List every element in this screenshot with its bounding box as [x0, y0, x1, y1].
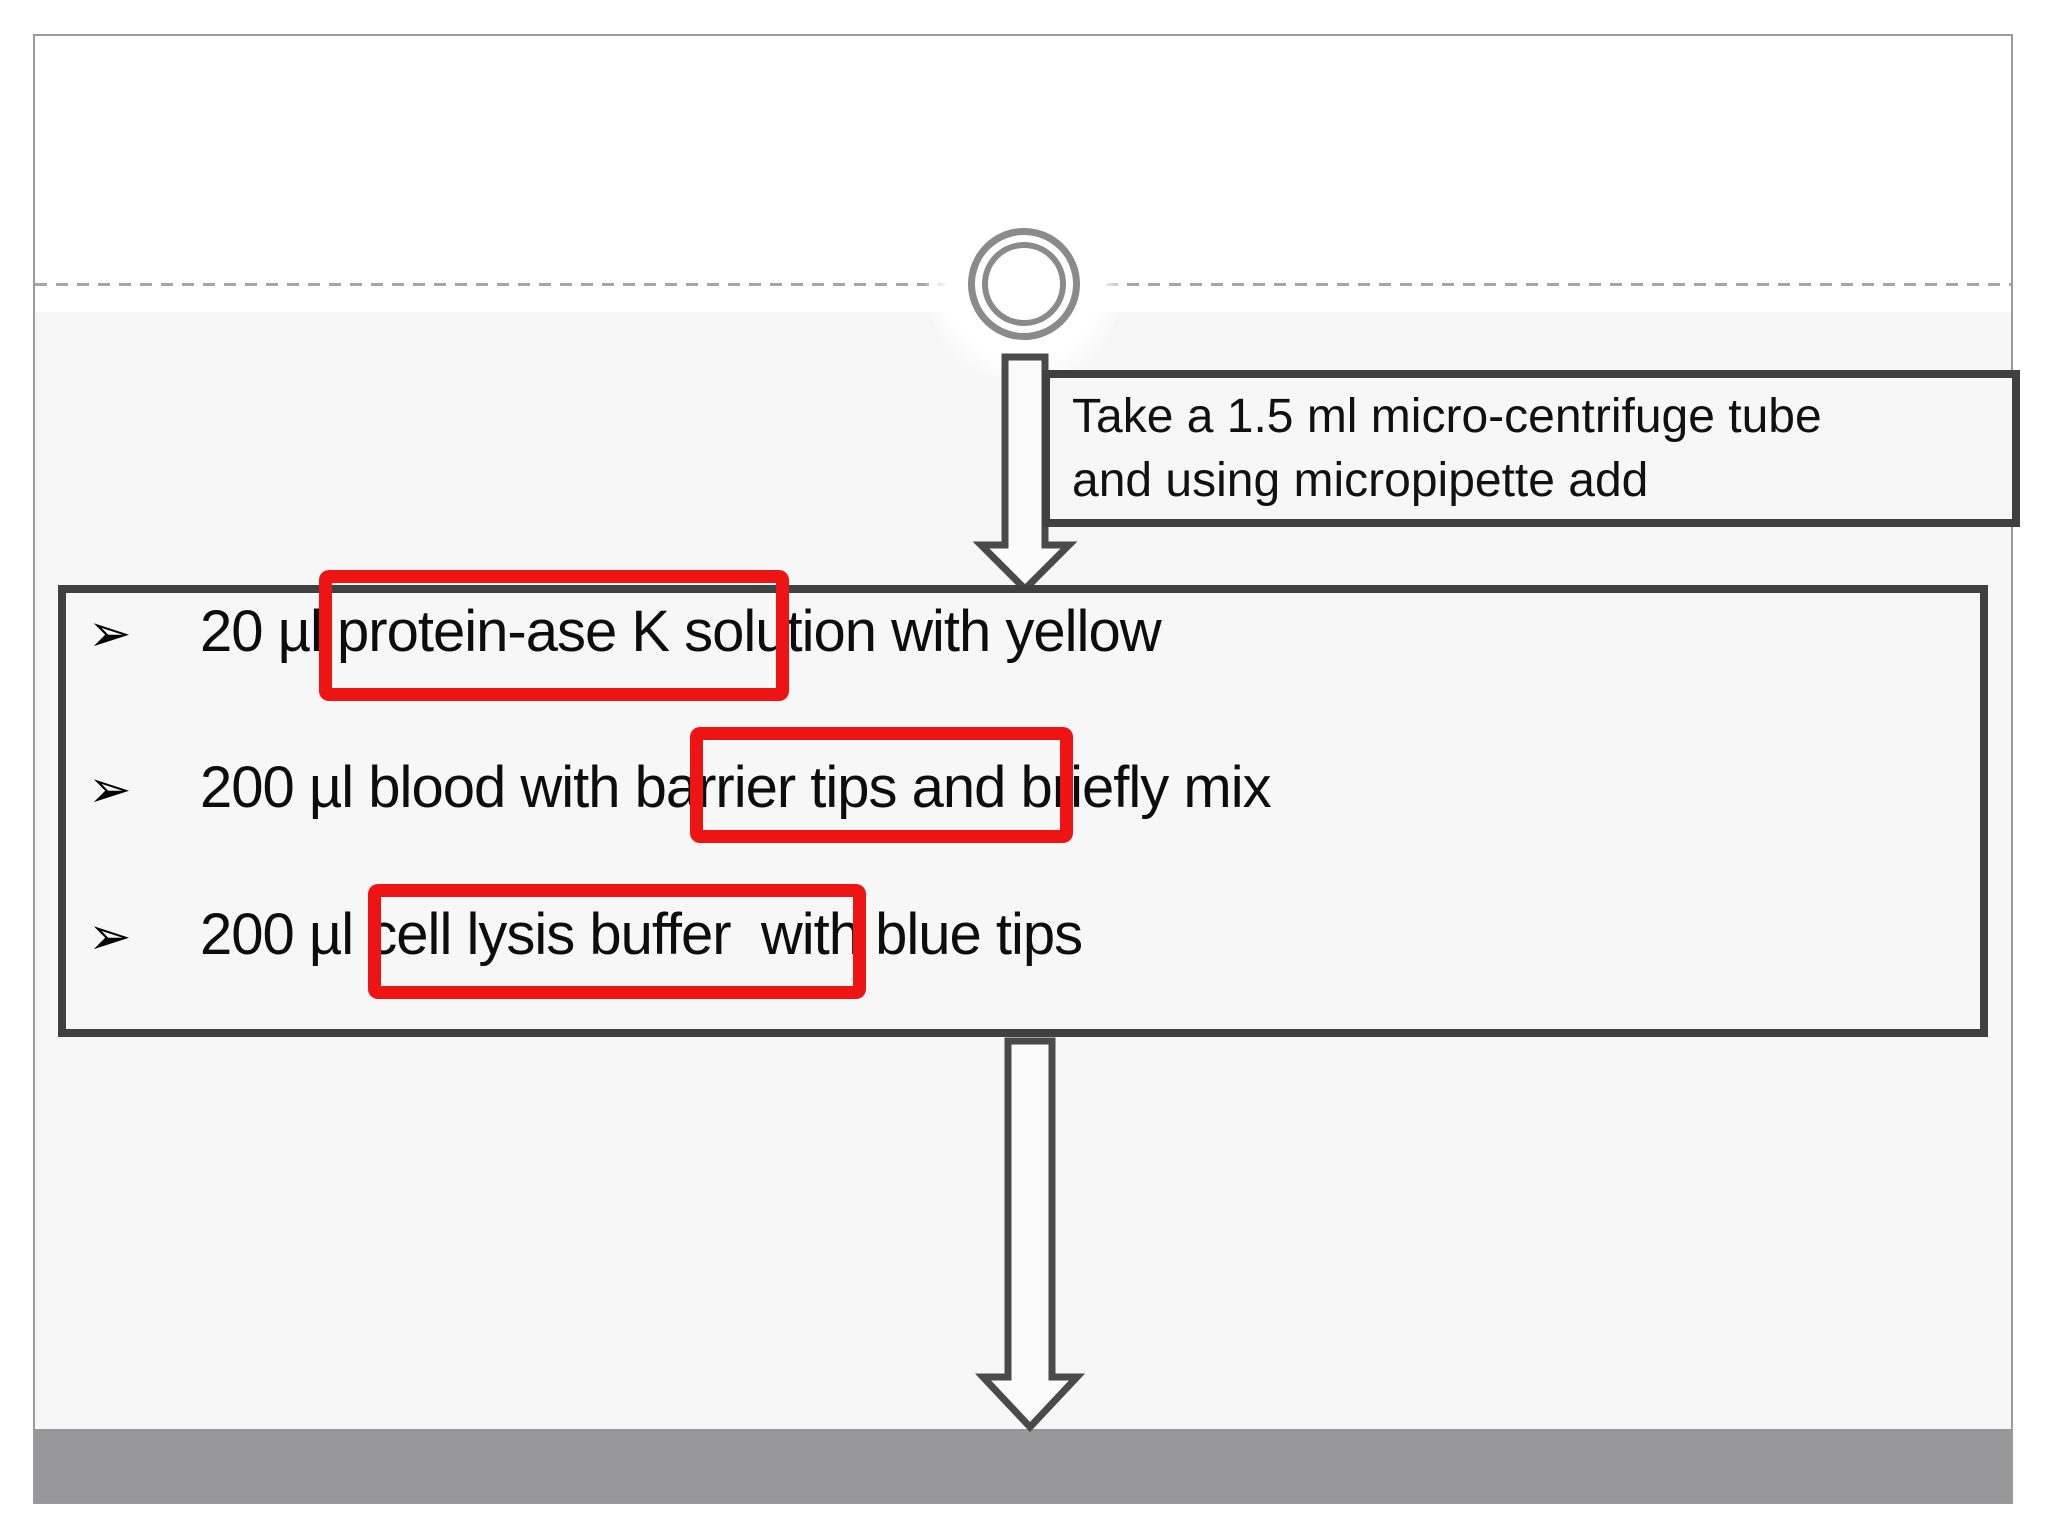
highlight-box-barrier-tips [690, 727, 1073, 843]
bottom-gray-bar [35, 1429, 2011, 1502]
list-item: ➢ 20 µl protein-ase K solution with yello… [88, 596, 1162, 668]
callout-line-2: and using micropipette add [1072, 453, 1649, 507]
bullet-text-2: 200 µl blood with barrier tips and brief… [200, 755, 1272, 820]
list-item: ➢ 200 µl cell lysis buffer with blue tips [88, 899, 1083, 971]
callout-box: Take a 1.5 ml micro-centrifuge tube and … [1042, 370, 2020, 527]
bullet-text-1: 20 µl protein-ase K solution with yellow [200, 599, 1162, 664]
arrow-bullet-icon: ➢ [88, 761, 132, 819]
highlight-box-proteinase-k [319, 570, 789, 701]
callout-line-1: Take a 1.5 ml micro-centrifuge tube [1072, 389, 1822, 443]
flow-start-circle-icon [968, 228, 1080, 340]
list-item: ➢ 200 µl blood with barrier tips and brie… [88, 752, 1272, 824]
highlight-box-cell-lysis-buffer [368, 884, 866, 999]
bullet-text-3: 200 µl cell lysis buffer with blue tips [200, 902, 1083, 967]
bullet-list-box [58, 585, 1988, 1037]
flow-start-circle-inner-ring [982, 242, 1066, 326]
arrow-bullet-icon: ➢ [88, 908, 132, 966]
arrow-bullet-icon: ➢ [88, 605, 132, 663]
